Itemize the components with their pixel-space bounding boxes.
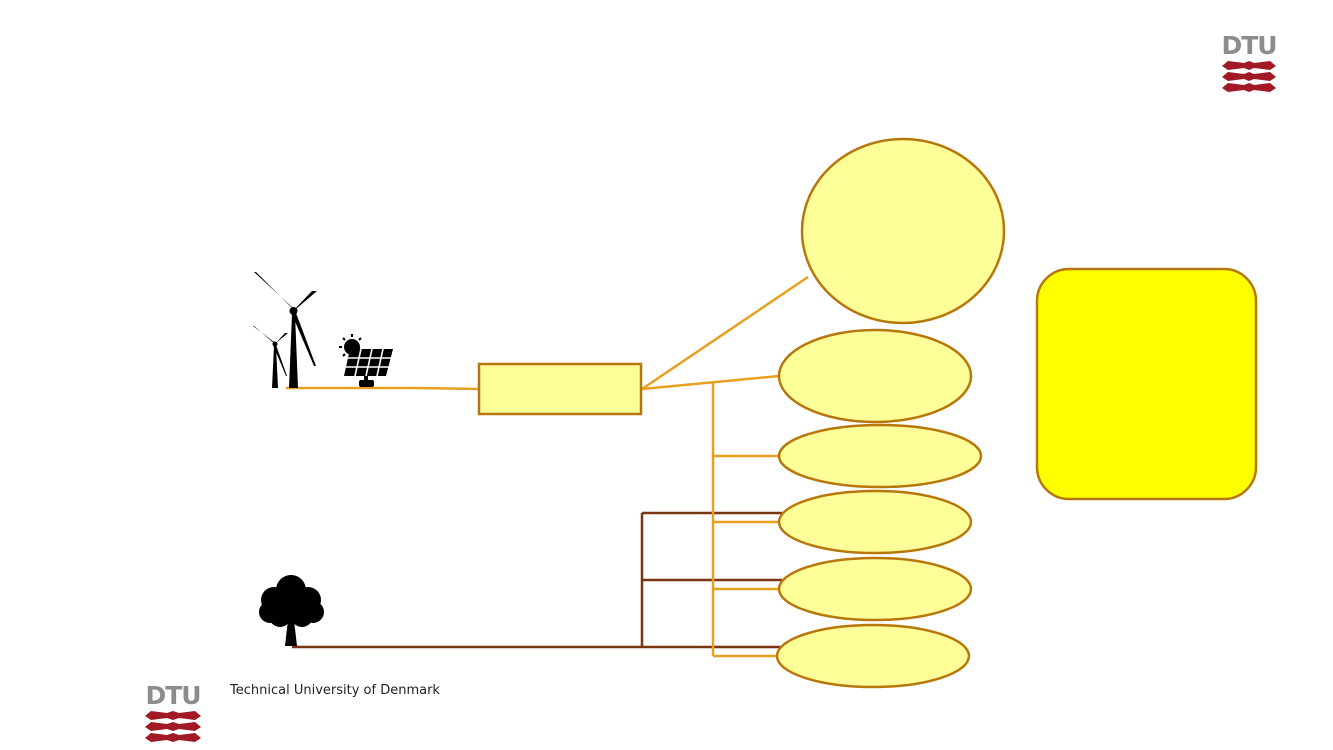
demand-node-2	[777, 328, 973, 424]
dtu-logo-bottom-mark	[145, 711, 201, 742]
dtu-logo-mark	[1222, 61, 1276, 92]
demand-node-5	[777, 556, 973, 622]
wind-turbine-icon	[253, 272, 317, 388]
grid-to-top-node-line	[641, 275, 809, 391]
dtu-logo-bottom: DTU	[145, 681, 202, 742]
demand-node-6	[775, 623, 971, 689]
dtu-logo-top: DTU	[1221, 31, 1278, 92]
demand-node-large	[800, 137, 1006, 325]
electricity-grid-box	[477, 362, 643, 416]
tree-icon	[259, 575, 324, 646]
demand-node-4	[777, 489, 973, 555]
highlight-box	[1035, 267, 1258, 501]
solar-panel-icon	[339, 334, 393, 387]
dtu-logo-text: DTU	[1221, 31, 1276, 60]
biomass-lines	[292, 511, 792, 649]
electric-lines	[286, 275, 809, 658]
footer-institution-name: Technical University of Denmark	[230, 683, 440, 698]
renewables-to-grid-line	[416, 386, 481, 391]
demand-node-3	[777, 423, 983, 489]
dtu-logo-bottom-text: DTU	[145, 681, 200, 710]
demand-nodes	[775, 137, 1006, 689]
grid-to-node-2-line	[641, 374, 780, 391]
